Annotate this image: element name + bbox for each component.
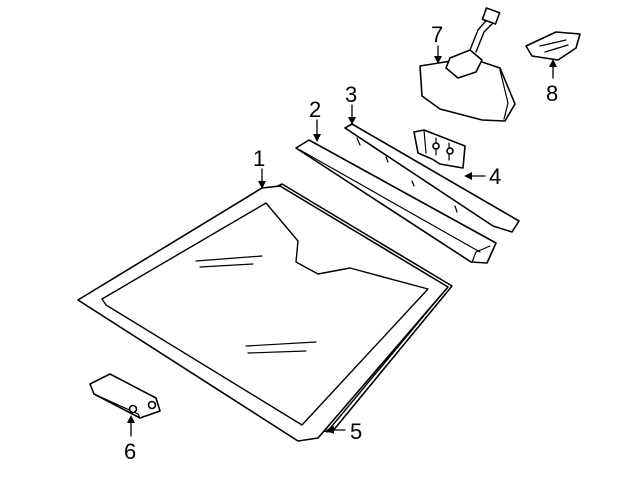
callout-5: 5: [350, 419, 362, 444]
callout-labels: 1 2 3 4 5 6 7 8: [124, 22, 558, 464]
lower-stop-block-icon: [89, 373, 161, 419]
mirror-mount-icon: [525, 31, 581, 61]
upper-reveal-molding-icon: [295, 139, 497, 264]
callout-8: 8: [546, 81, 558, 106]
arrowhead-8: [549, 59, 557, 67]
header-panel-strip-icon: [344, 123, 520, 233]
callout-3: 3: [345, 82, 357, 107]
rear-view-mirror-icon: [419, 7, 516, 122]
callout-7: 7: [431, 22, 443, 47]
callout-2: 2: [309, 97, 321, 122]
leader-lines: [127, 45, 557, 437]
callout-1: 1: [253, 146, 265, 171]
arrowhead-4: [464, 172, 472, 180]
callout-4: 4: [489, 164, 501, 189]
arrowhead-3: [348, 117, 356, 125]
arrowhead-1: [258, 181, 266, 189]
mirror-bracket-icon: [413, 129, 466, 169]
callout-6: 6: [124, 439, 136, 464]
arrowhead-5: [326, 426, 334, 434]
arrowhead-2: [313, 134, 321, 142]
arrowhead-6: [127, 415, 135, 423]
arrowhead-7: [434, 56, 442, 64]
